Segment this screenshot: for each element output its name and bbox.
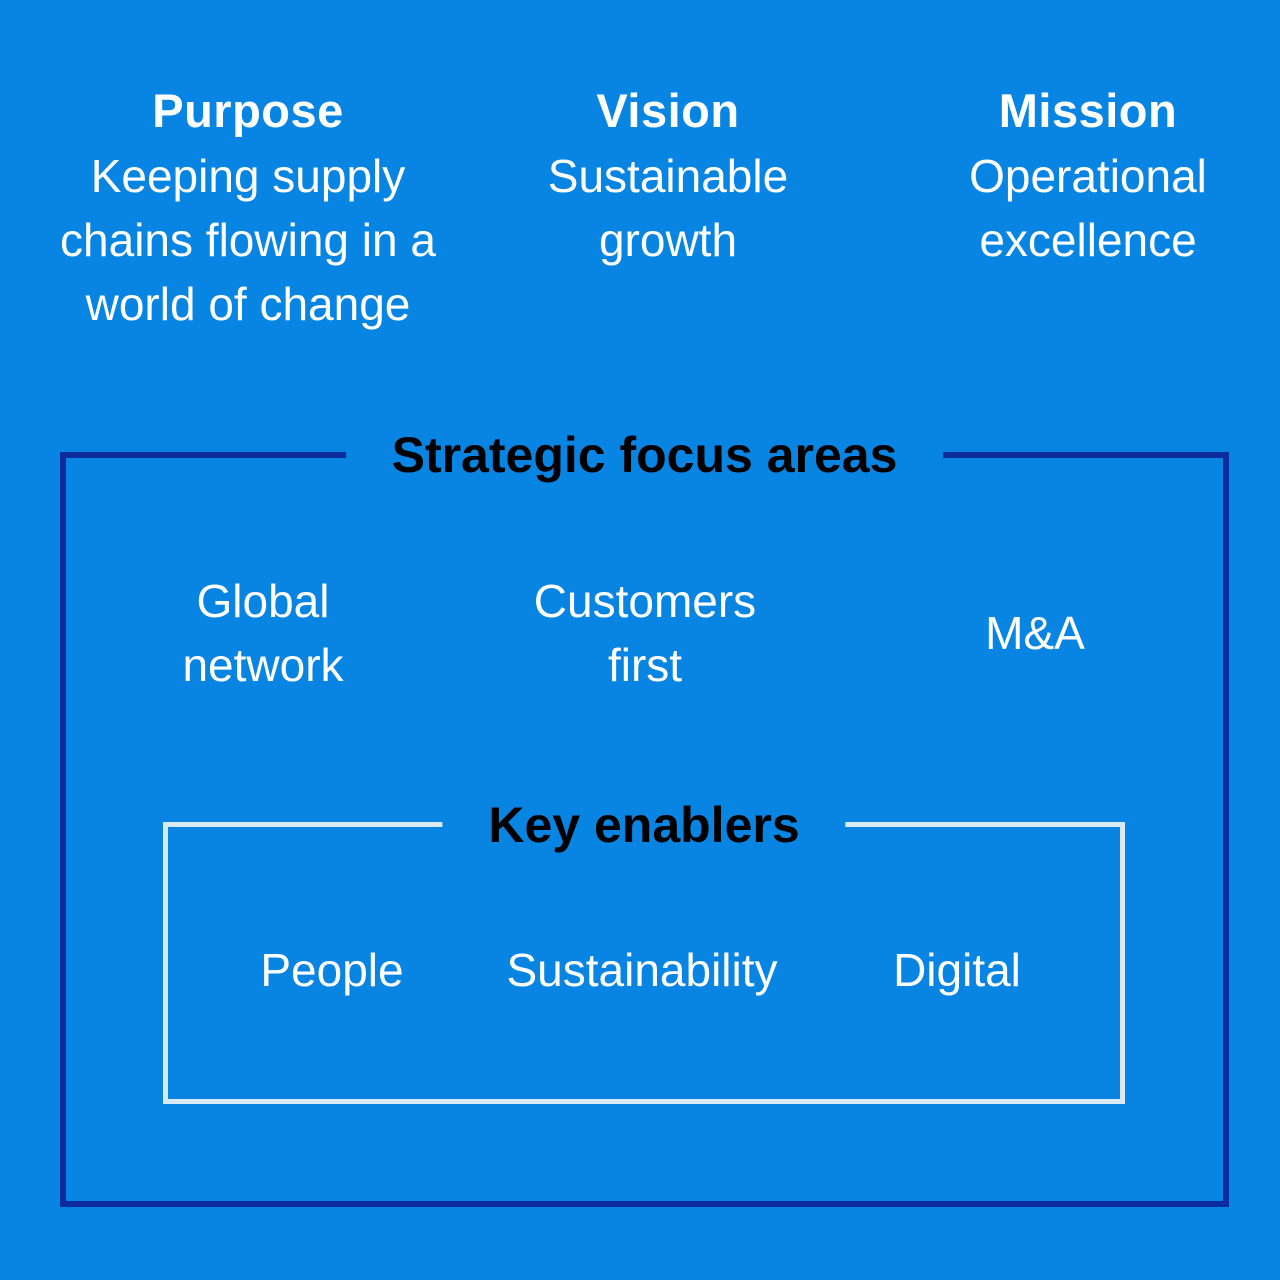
pillar-purpose-title: Purpose	[152, 84, 344, 137]
focus-customers-line-1: Customers	[533, 575, 757, 627]
focus-item-global-network: Global network	[63, 569, 463, 697]
pillar-vision-title: Vision	[596, 84, 740, 137]
pillar-purpose-line-1: Keeping supply	[90, 150, 406, 202]
strategic-focus-box: Strategic focus areas	[60, 427, 1229, 1207]
pillar-vision: Vision Sustainable growth	[450, 78, 886, 272]
pillar-vision-line-2: growth	[598, 214, 738, 266]
enabler-item-digital: Digital	[893, 944, 1021, 996]
pillar-mission-title: Mission	[998, 84, 1178, 137]
focus-global-line-1: Global	[196, 575, 330, 627]
focus-item-ma: M&A	[835, 569, 1235, 697]
pillar-mission: Mission Operational excellence	[870, 78, 1280, 272]
pillar-mission-line-1: Operational	[969, 150, 1207, 202]
focus-global-line-2: network	[182, 639, 344, 691]
strategic-focus-title: Strategic focus areas	[345, 427, 944, 483]
enabler-item-sustainability: Sustainability	[506, 944, 778, 996]
key-enablers-title: Key enablers	[442, 796, 846, 853]
focus-item-customers-first: Customers first	[445, 569, 845, 697]
pillar-purpose: Purpose Keeping supply chains flowing in…	[30, 78, 466, 336]
pillar-purpose-line-3: world of change	[85, 278, 411, 330]
key-enablers-box: Key enablers	[163, 796, 1125, 1104]
pillar-mission-line-2: excellence	[979, 214, 1197, 266]
enabler-item-people: People	[260, 944, 404, 996]
pillar-purpose-line-2: chains flowing in a	[60, 214, 436, 266]
pillar-vision-line-1: Sustainable	[547, 150, 789, 202]
focus-customers-line-2: first	[607, 639, 683, 691]
focus-ma-line-1: M&A	[985, 607, 1085, 659]
